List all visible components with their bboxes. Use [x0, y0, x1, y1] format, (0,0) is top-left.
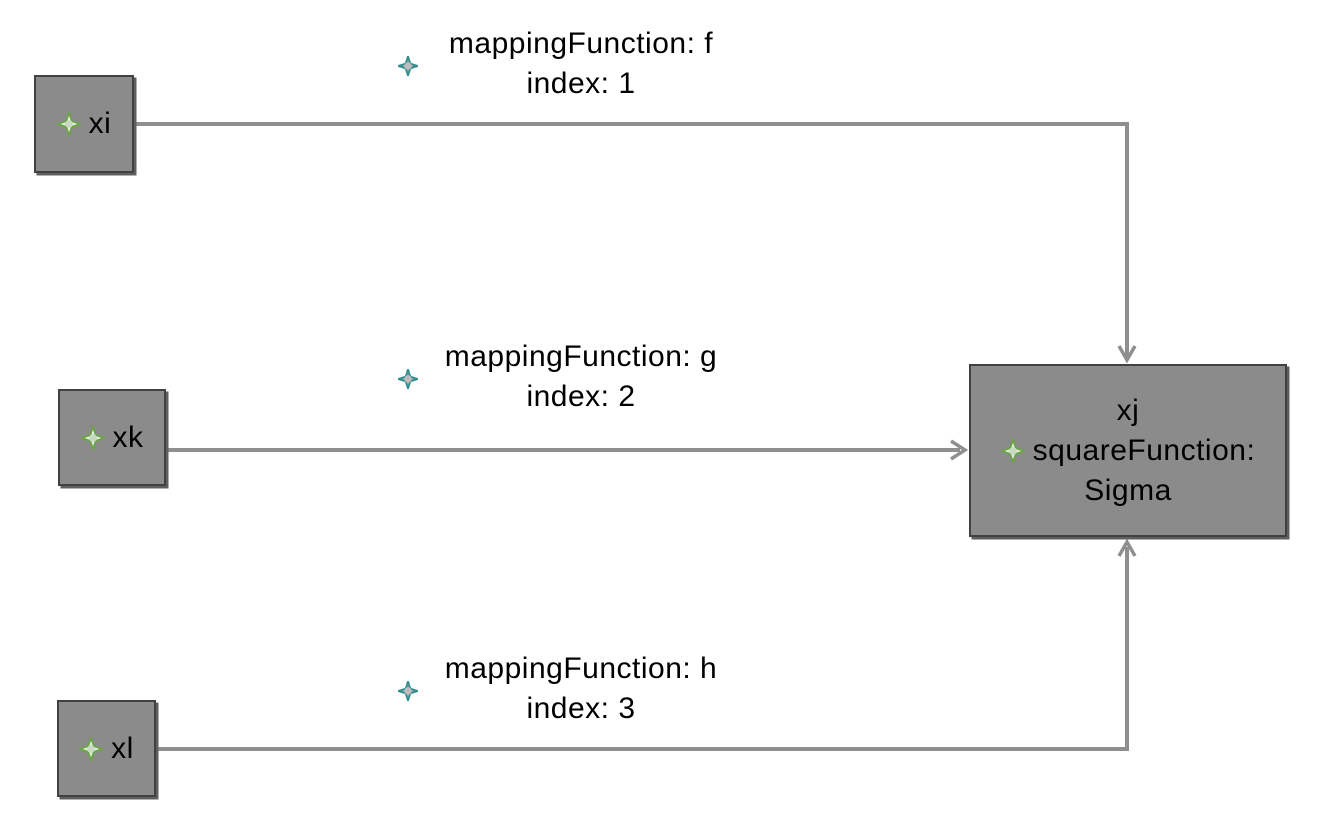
node-xj-function-label: squareFunction:	[1032, 433, 1256, 467]
edge-label-line2: index: 1	[526, 67, 636, 100]
edge-xi-to-xj-line[interactable]	[134, 122, 1129, 357]
node-xj[interactable]: xj squareFunction: Sigma	[969, 364, 1287, 537]
node-label: xi	[88, 107, 112, 140]
edge-label-line1: mappingFunction: g	[444, 340, 718, 373]
diamond-star-icon	[398, 681, 418, 701]
node-xi[interactable]: xi	[34, 75, 134, 173]
diamond-star-icon	[56, 112, 81, 136]
edge-label-g[interactable]: mappingFunction: g index: 2	[416, 337, 746, 417]
edge-xl-to-xj-arrowhead-up	[1117, 538, 1137, 557]
node-xk[interactable]: xk	[58, 389, 166, 486]
edge-label-f[interactable]: mappingFunction: f index: 1	[416, 24, 746, 104]
edge-xi-to-xj-arrowhead-down	[1117, 345, 1137, 364]
diamond-star-icon	[79, 736, 104, 761]
diamond-star-icon	[398, 369, 418, 389]
edge-label-line2: index: 2	[526, 380, 636, 413]
edge-xk-to-xj-arrowhead-right	[950, 439, 969, 461]
node-label: xk	[112, 420, 144, 454]
edge-label-line1: mappingFunction: h	[444, 652, 718, 685]
diamond-star-icon	[1000, 438, 1025, 463]
diamond-star-icon	[398, 56, 418, 76]
edge-label-line1: mappingFunction: f	[448, 27, 714, 60]
edge-label-line2: index: 3	[526, 692, 636, 725]
edge-label-h[interactable]: mappingFunction: h index: 3	[416, 649, 746, 729]
diamond-star-icon	[80, 425, 105, 450]
node-xl[interactable]: xl	[57, 700, 156, 797]
node-xj-title: xj	[1116, 393, 1140, 427]
node-label: xl	[111, 731, 134, 765]
node-xj-function-value: Sigma	[1084, 473, 1172, 507]
edge-xl-to-xj-line[interactable]	[156, 547, 1129, 751]
